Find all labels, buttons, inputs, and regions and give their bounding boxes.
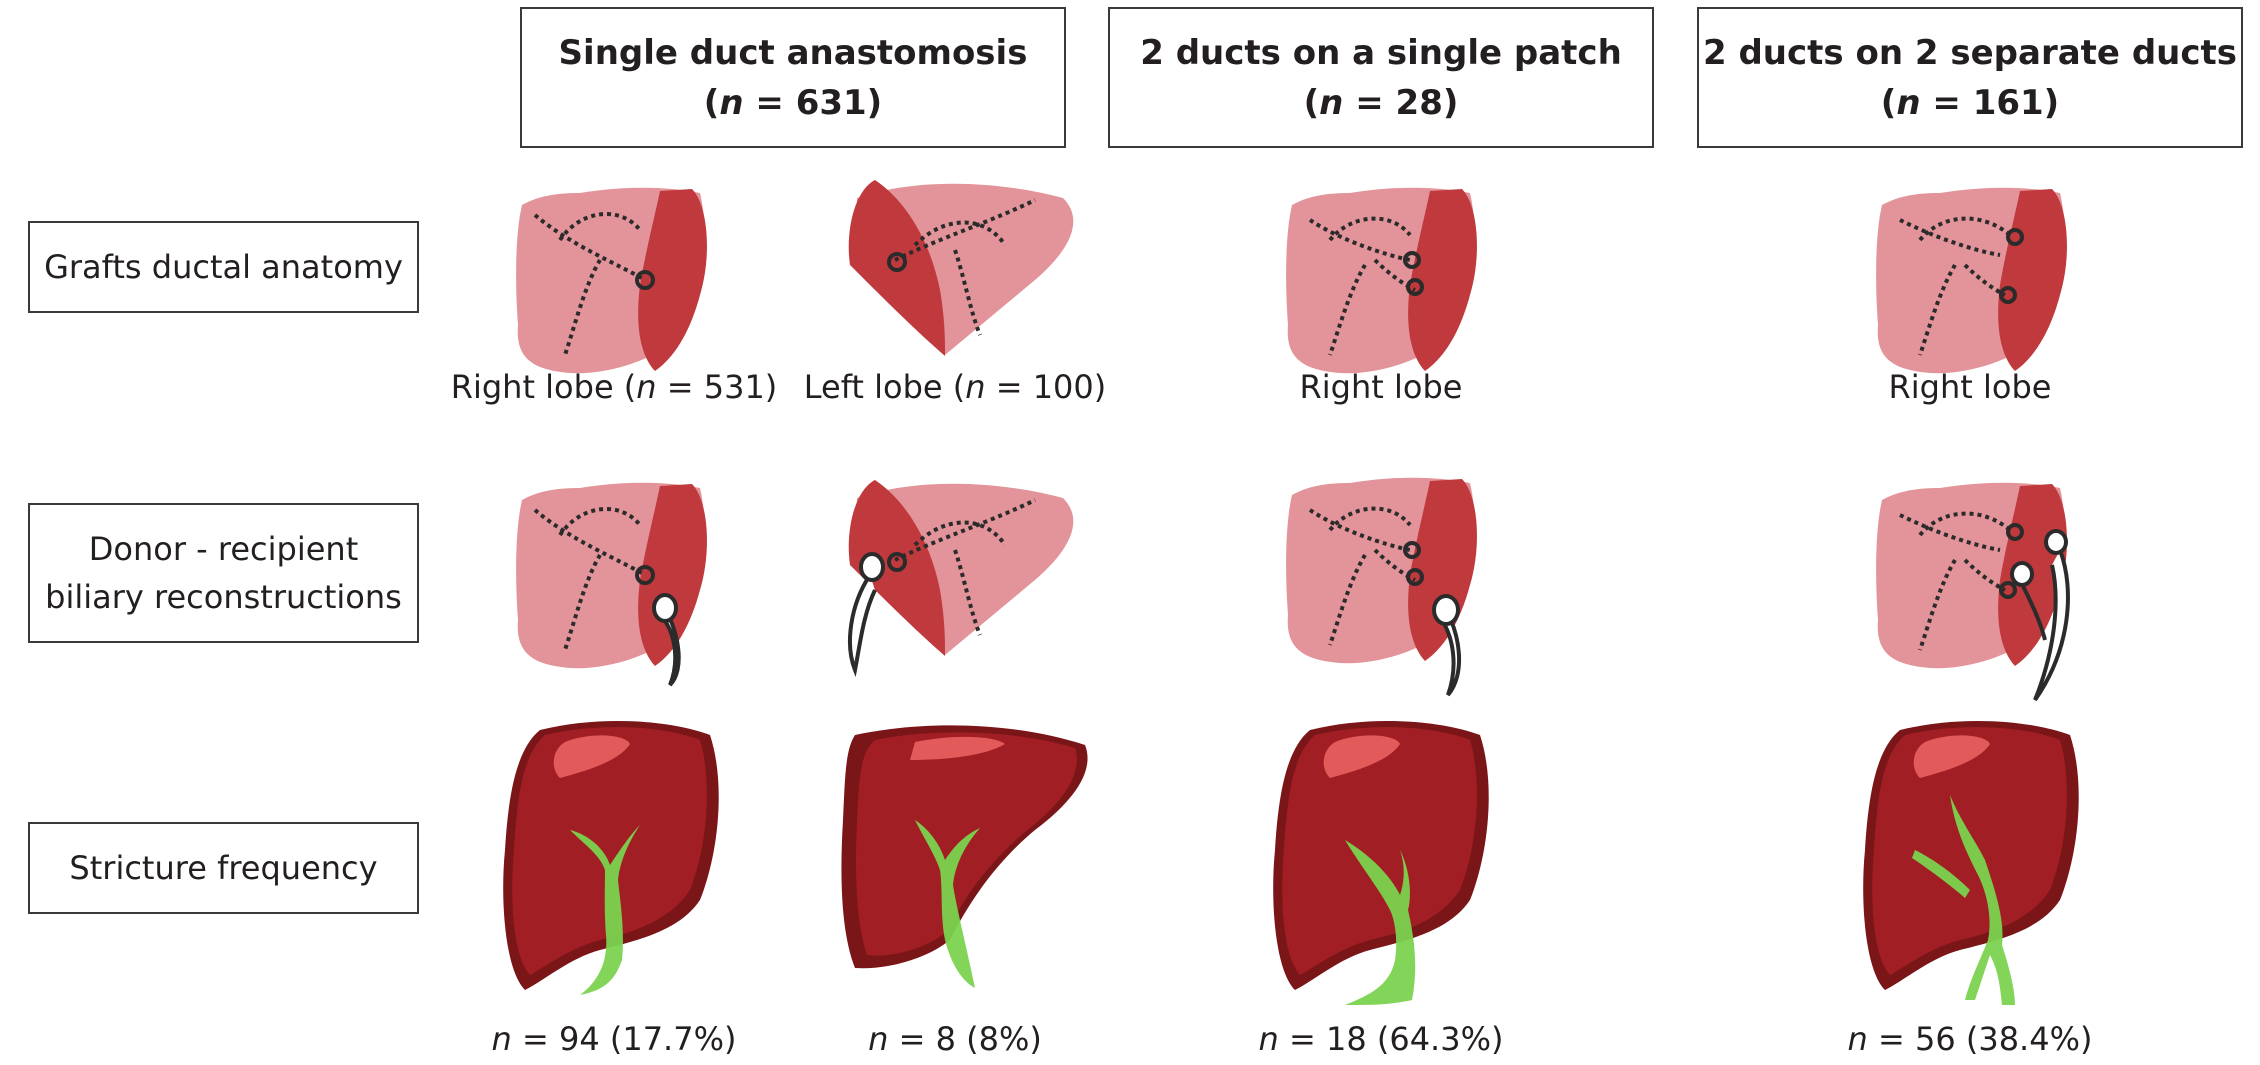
row-label-reconstruction: Donor - recipient biliary reconstruction… — [28, 503, 419, 643]
header-separate-ducts: 2 ducts on 2 separate ducts (n = 161) — [1697, 7, 2243, 148]
header-single-duct-n: (n = 631) — [703, 82, 883, 123]
stricture-liver-left-single — [841, 725, 1088, 988]
caption-right-lobe-separate: Right lobe — [1888, 368, 2052, 406]
reconstruction-right-single — [516, 482, 707, 687]
reconstruction-right-separate — [1876, 482, 2070, 702]
stricture-liver-right-patch — [1273, 720, 1489, 1005]
graft-anatomy-left-single — [848, 180, 1074, 356]
stricture-count-right-patch: n = 18 (64.3%) — [1258, 1020, 1504, 1058]
header-single-duct: Single duct anastomosis (n = 631) — [520, 7, 1066, 148]
reconstruction-right-patch — [1286, 477, 1477, 697]
stricture-count-right-single: n = 94 (17.7%) — [491, 1020, 737, 1058]
header-single-patch: 2 ducts on a single patch (n = 28) — [1108, 7, 1654, 148]
reconstruction-left-single — [848, 480, 1074, 677]
stricture-liver-right-separate — [1863, 720, 2079, 1005]
header-separate-ducts-n: (n = 161) — [1880, 82, 2060, 123]
row-label-stricture: Stricture frequency — [28, 822, 419, 914]
caption-left-lobe-single: Left lobe (n = 100) — [803, 368, 1107, 406]
graft-anatomy-right-single — [516, 187, 707, 374]
graft-anatomy-right-patch — [1286, 187, 1477, 374]
row-label-anatomy: Grafts ductal anatomy — [28, 221, 419, 313]
caption-right-lobe-patch: Right lobe — [1299, 368, 1463, 406]
header-separate-ducts-title: 2 ducts on 2 separate ducts — [1702, 32, 2238, 73]
header-single-duct-title: Single duct anastomosis — [558, 32, 1028, 73]
stricture-count-left-single: n = 8 (8%) — [868, 1020, 1042, 1058]
graft-anatomy-right-separate — [1876, 187, 2067, 374]
header-single-patch-title: 2 ducts on a single patch — [1140, 32, 1622, 73]
header-single-patch-n: (n = 28) — [1303, 82, 1459, 123]
stricture-liver-right-single — [503, 720, 719, 995]
caption-right-lobe-single: Right lobe (n = 531) — [450, 368, 778, 406]
stricture-count-right-separate: n = 56 (38.4%) — [1847, 1020, 2093, 1058]
